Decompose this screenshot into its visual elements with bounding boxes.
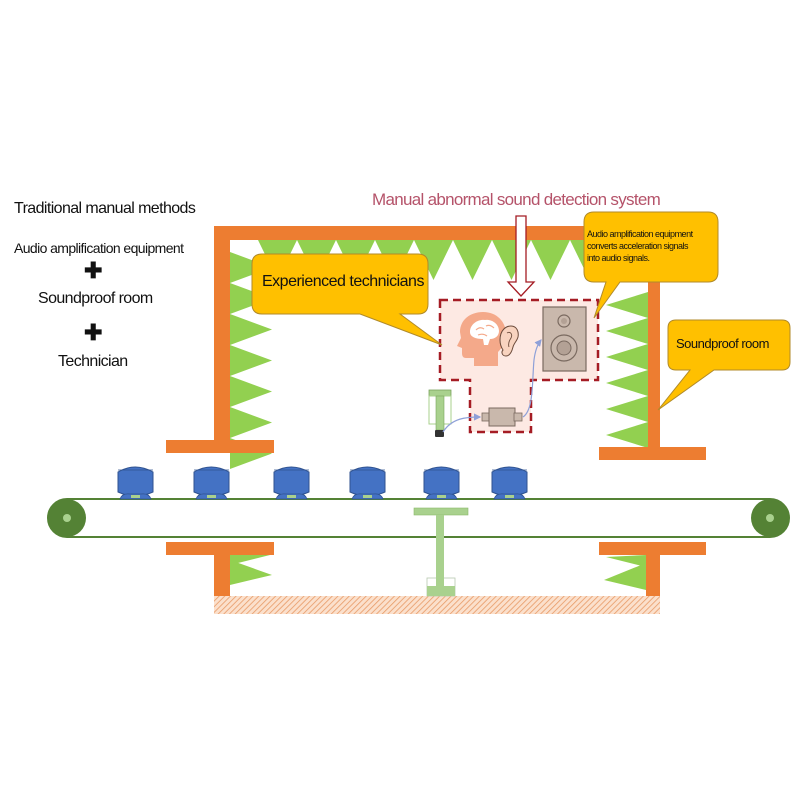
acoustic-foam-right: [606, 292, 648, 448]
amplifier-icon: [481, 407, 523, 427]
callout-technicians: [251, 253, 443, 346]
callout-soundproof-room-text: Soundproof room: [676, 336, 769, 351]
product-container: [491, 466, 528, 500]
foam-wedge: [606, 370, 648, 396]
foam-wedge: [230, 555, 270, 565]
wall-right-upper-flange: [599, 447, 706, 460]
ear-icon: [499, 325, 519, 357]
signal-line-amp-to-speaker: [522, 339, 542, 418]
foam-wedge: [531, 240, 570, 280]
product-container: [273, 466, 310, 500]
system-title: Manual abnormal sound detection system: [372, 190, 661, 209]
products-on-belt: [117, 466, 528, 500]
callout-amplifier-text-line3: into audio signals.: [587, 253, 650, 263]
foam-wedge: [230, 252, 272, 283]
signal-line-sensor-to-amp: [442, 413, 482, 433]
foam-wedge: [230, 376, 272, 407]
wall-top: [214, 226, 660, 240]
foam-wedge: [606, 422, 648, 448]
wall-left-upper: [214, 226, 230, 444]
foam-wedge: [606, 292, 648, 318]
acoustic-foam-bottom-left: [230, 555, 272, 585]
legend-item-technician: Technician: [58, 353, 128, 370]
product-container: [423, 466, 460, 500]
foam-wedge: [230, 283, 272, 314]
foam-wedge: [606, 555, 646, 567]
accelerometer-sensor-icon: [428, 389, 452, 437]
soundproof-room-walls: [166, 226, 706, 596]
callout-soundproof-room: [657, 319, 791, 411]
plus-icon: ✚: [84, 258, 102, 283]
foam-wedge: [606, 318, 648, 344]
legend-heading: Traditional manual methods: [14, 200, 196, 217]
wall-left-upper-flange: [166, 440, 274, 453]
callout-amplifier-text-line1: Audio amplification equipment: [587, 229, 693, 239]
foam-wedge: [230, 560, 272, 585]
foam-wedge: [606, 396, 648, 422]
speaker-icon: [542, 306, 587, 372]
foam-wedge: [230, 407, 272, 438]
pointer-arrow: [506, 215, 536, 297]
foam-wedge: [453, 240, 492, 280]
legend-item-soundproof-room: Soundproof room: [38, 290, 153, 307]
plus-icon: ✚: [84, 320, 102, 345]
wall-left-lower: [214, 542, 230, 596]
foam-wedge: [230, 345, 272, 376]
foam-wedge: [230, 314, 272, 345]
conveyor-belt: [47, 498, 790, 538]
callout-amplifier-text-line2: converts acceleration signals: [587, 241, 689, 251]
foam-wedge: [414, 240, 453, 280]
foam-wedge: [604, 563, 646, 590]
product-container: [117, 466, 154, 500]
wall-right-lower: [646, 542, 660, 596]
acoustic-foam-bottom-right: [604, 555, 646, 590]
product-container: [349, 466, 386, 500]
product-container: [193, 466, 230, 500]
foam-wedge: [606, 344, 648, 370]
callout-amplifier: [583, 211, 719, 319]
callout-technicians-text: Experienced technicians: [262, 273, 424, 290]
floor: [214, 596, 660, 614]
belt-support-stand: [413, 507, 469, 597]
legend-item-audio-amplification: Audio amplification equipment: [14, 240, 184, 256]
head-brain-icon: [457, 312, 506, 366]
